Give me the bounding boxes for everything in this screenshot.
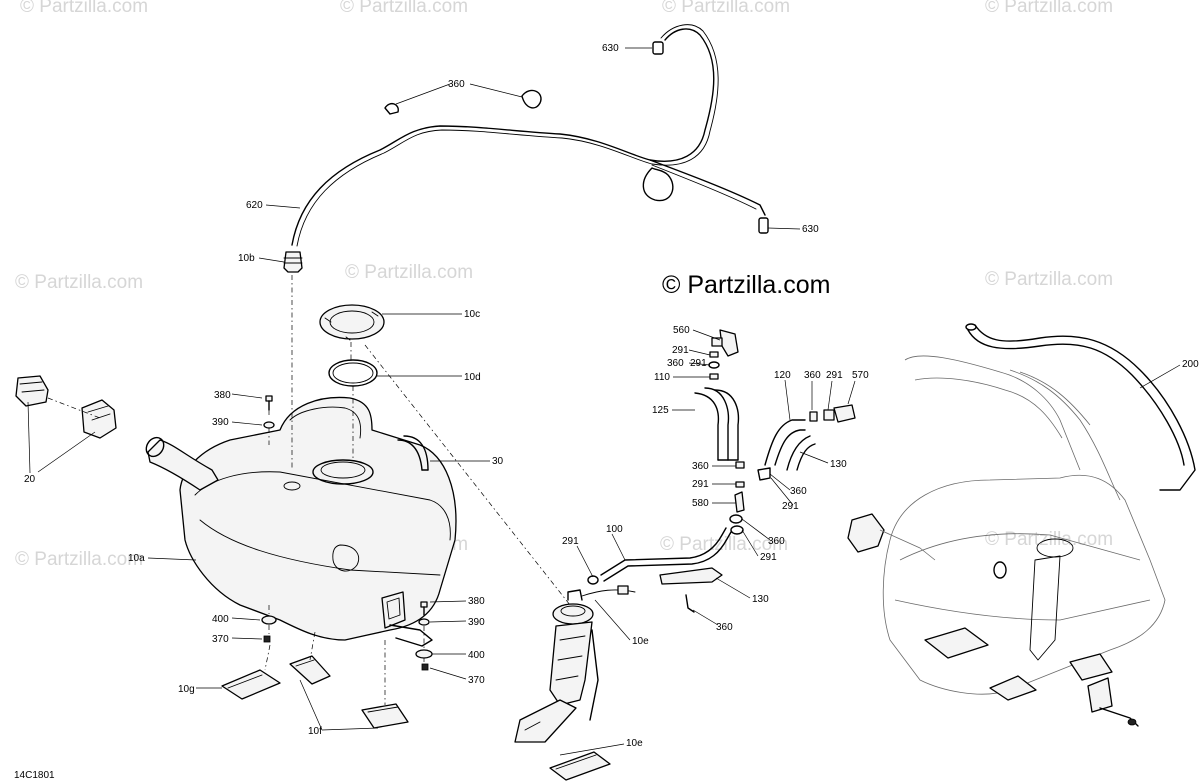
callout-360: 360 bbox=[804, 370, 821, 381]
washer-390-b bbox=[418, 618, 430, 626]
watermark: © Partzilla.com bbox=[345, 262, 473, 283]
callout-291: 291 bbox=[760, 552, 777, 563]
pad-10g bbox=[221, 669, 281, 700]
callout-30: 30 bbox=[492, 456, 504, 467]
callout-360: 360 bbox=[716, 622, 733, 633]
callout-10f: 10f bbox=[308, 726, 322, 737]
callout-560: 560 bbox=[673, 325, 690, 336]
callout-360: 360 bbox=[448, 79, 465, 90]
callout-130: 130 bbox=[752, 594, 769, 605]
callout-390: 390 bbox=[468, 617, 485, 628]
spacer-400-b bbox=[415, 649, 433, 659]
fuel-cap-20 bbox=[15, 375, 117, 439]
fitting-291-group bbox=[587, 351, 771, 585]
watermark: © Partzilla.com bbox=[985, 0, 1113, 17]
pad-10f-b bbox=[361, 703, 409, 729]
callout-360: 360 bbox=[667, 358, 684, 369]
callout-110: 110 bbox=[654, 372, 670, 383]
assembly-lines bbox=[264, 275, 571, 705]
lock-ring-10c bbox=[319, 304, 385, 341]
washer-390-a bbox=[263, 421, 275, 429]
callout-20: 20 bbox=[24, 474, 36, 485]
hose-120-130 bbox=[764, 419, 816, 471]
seal-ring-10d bbox=[328, 359, 378, 387]
callout-380: 380 bbox=[214, 390, 231, 401]
callout-291: 291 bbox=[690, 358, 707, 369]
callout-labels: 20 10a 10b 10c 10d 10e 10e 10f 10g 30 10… bbox=[24, 43, 1199, 749]
nut-370-b bbox=[421, 663, 429, 671]
connector-560 bbox=[711, 329, 739, 357]
watermark: © Partzilla.com bbox=[340, 0, 468, 17]
spacer-400-a bbox=[261, 615, 277, 625]
fuel-line-100 bbox=[600, 527, 732, 582]
brand-watermark: © Partzilla.com bbox=[662, 271, 830, 299]
callout-360: 360 bbox=[790, 486, 807, 497]
callout-400: 400 bbox=[212, 614, 229, 625]
callout-370: 370 bbox=[212, 634, 229, 645]
callout-10a: 10a bbox=[128, 553, 145, 564]
hose-130-lower bbox=[659, 567, 723, 585]
nut-370-a bbox=[263, 635, 271, 643]
diagram-code: 14C1801 bbox=[14, 770, 55, 781]
callout-10b: 10b bbox=[238, 253, 255, 264]
hose-125 bbox=[694, 387, 740, 461]
hose-30 bbox=[397, 435, 429, 471]
callout-200: 200 bbox=[1182, 359, 1199, 370]
callout-620: 620 bbox=[246, 200, 263, 211]
fastener-380-b bbox=[420, 601, 428, 616]
callout-630: 630 bbox=[802, 224, 819, 235]
fuel-pump-10e bbox=[514, 585, 636, 743]
callout-380: 380 bbox=[468, 596, 485, 607]
callout-10e: 10e bbox=[632, 636, 649, 647]
callout-400: 400 bbox=[468, 650, 485, 661]
callout-130: 130 bbox=[830, 459, 847, 470]
pump-pad-10e bbox=[549, 751, 611, 781]
callout-291: 291 bbox=[562, 536, 579, 547]
connector-570 bbox=[809, 404, 856, 423]
fastener-380-a bbox=[265, 395, 273, 411]
callout-291: 291 bbox=[692, 479, 709, 490]
watermark: © Partzilla.com bbox=[20, 0, 148, 17]
leader-lines bbox=[27, 47, 1181, 756]
callout-580: 580 bbox=[692, 498, 709, 509]
callout-630: 630 bbox=[602, 43, 619, 54]
callout-10g: 10g bbox=[178, 684, 195, 695]
watermark: © Partzilla.com bbox=[15, 272, 143, 293]
callout-120: 120 bbox=[774, 370, 791, 381]
callout-291: 291 bbox=[826, 370, 843, 381]
clamp-360-lower bbox=[685, 594, 695, 613]
callout-390: 390 bbox=[212, 417, 229, 428]
callout-360: 360 bbox=[768, 536, 785, 547]
callout-10e: 10e bbox=[626, 738, 643, 749]
callout-360: 360 bbox=[692, 461, 709, 472]
watermarks: © Partzilla.com © Partzilla.com © Partzi… bbox=[15, 0, 1113, 570]
pad-10f-a bbox=[289, 655, 331, 685]
watermark: © Partzilla.com bbox=[985, 269, 1113, 290]
watermark: © Partzilla.com bbox=[662, 0, 790, 17]
callout-125: 125 bbox=[652, 405, 669, 416]
callout-10c: 10c bbox=[464, 309, 480, 320]
callout-291: 291 bbox=[672, 345, 689, 356]
callout-291: 291 bbox=[782, 501, 799, 512]
vent-hose-620 bbox=[283, 24, 769, 273]
fuel-tank-10a bbox=[145, 396, 457, 647]
watermark: © Partzilla.com bbox=[15, 549, 143, 570]
callout-370: 370 bbox=[468, 675, 485, 686]
callout-10d: 10d bbox=[464, 372, 481, 383]
callout-570: 570 bbox=[852, 370, 869, 381]
assembly-overview bbox=[847, 323, 1196, 727]
callout-100: 100 bbox=[606, 524, 623, 535]
